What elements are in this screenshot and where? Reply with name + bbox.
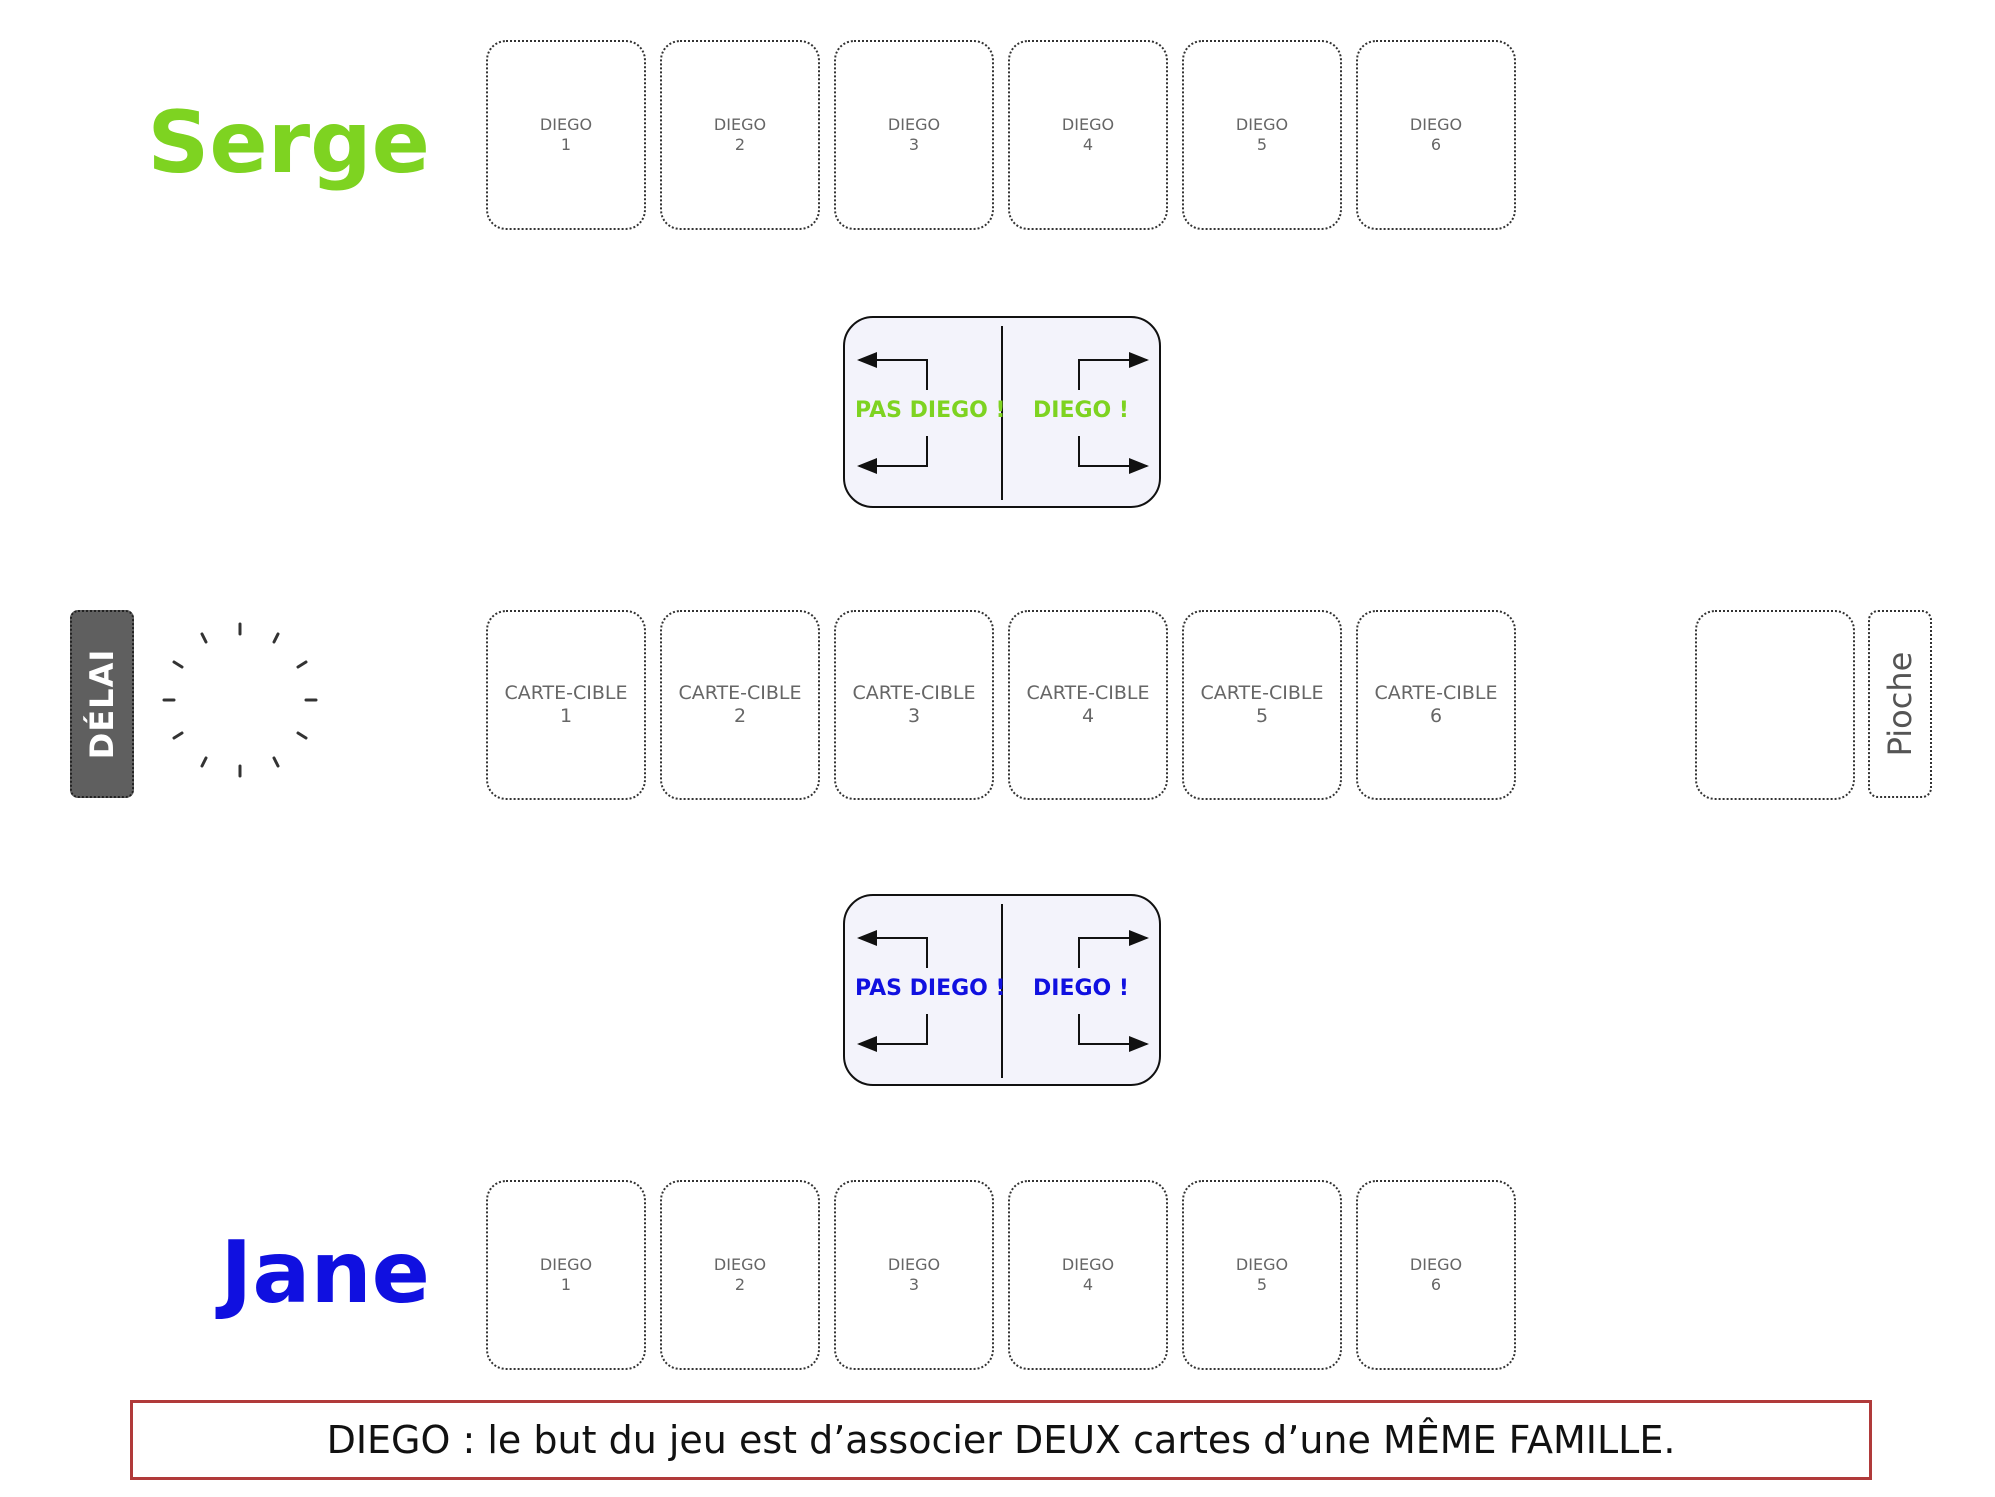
pioche-label: Pioche [1881,651,1919,757]
card-label: CARTE-CIBLE [678,682,802,704]
decision-panel-bottom: PAS DIEGO ! DIEGO ! [843,894,1161,1086]
diego-zone-bottom[interactable]: DIEGO ! [1033,976,1129,1001]
card-label: DIEGO [887,1255,941,1274]
drop-arrows-icon [857,326,1149,500]
hand-card-top-6[interactable]: DIEGO 6 [1356,40,1516,230]
hand-card-bottom-3[interactable]: DIEGO 3 [834,1180,994,1370]
card-number: 4 [1082,135,1094,154]
card-number: 5 [1256,135,1268,154]
hand-card-top-5[interactable]: DIEGO 5 [1182,40,1342,230]
card-label: CARTE-CIBLE [1026,682,1150,704]
card-label: DIEGO [713,1255,767,1274]
card-label: DIEGO [1409,115,1463,134]
card-label: DIEGO [539,115,593,134]
card-number: 2 [734,1275,746,1294]
card-label: DIEGO [539,1255,593,1274]
target-card-2[interactable]: CARTE-CIBLE 2 [660,610,820,800]
card-number: 4 [1081,705,1095,727]
player-name-jane: Jane [220,1223,430,1323]
card-number: 1 [559,705,573,727]
pas-diego-zone-top[interactable]: PAS DIEGO ! [855,398,1006,423]
delai-label: DÉLAI [83,648,121,760]
timer-dial-icon [162,622,318,778]
card-number: 6 [1430,1275,1442,1294]
card-number: 5 [1256,1275,1268,1294]
target-card-3[interactable]: CARTE-CIBLE 3 [834,610,994,800]
card-number: 2 [734,135,746,154]
card-label: DIEGO [713,115,767,134]
decision-panel-top: PAS DIEGO ! DIEGO ! [843,316,1161,508]
card-number: 3 [908,1275,920,1294]
hand-card-bottom-5[interactable]: DIEGO 5 [1182,1180,1342,1370]
card-number: 5 [1255,705,1269,727]
card-number: 3 [907,705,921,727]
card-number: 6 [1430,135,1442,154]
hand-card-top-4[interactable]: DIEGO 4 [1008,40,1168,230]
pile-card-slot[interactable] [1695,610,1855,800]
hand-card-top-3[interactable]: DIEGO 3 [834,40,994,230]
target-card-6[interactable]: CARTE-CIBLE 6 [1356,610,1516,800]
card-label: DIEGO [1061,1255,1115,1274]
hand-card-bottom-6[interactable]: DIEGO 6 [1356,1180,1516,1370]
card-number: 1 [560,135,572,154]
card-number: 1 [560,1275,572,1294]
card-number: 4 [1082,1275,1094,1294]
pas-diego-zone-bottom[interactable]: PAS DIEGO ! [855,976,1006,1001]
info-banner: DIEGO : le but du jeu est d’associer DEU… [130,1400,1872,1480]
card-label: DIEGO [1061,115,1115,134]
card-number: 2 [733,705,747,727]
hand-card-bottom-2[interactable]: DIEGO 2 [660,1180,820,1370]
card-label: CARTE-CIBLE [1374,682,1498,704]
card-number: 3 [908,135,920,154]
card-label: DIEGO [887,115,941,134]
card-label: CARTE-CIBLE [504,682,628,704]
hand-card-bottom-4[interactable]: DIEGO 4 [1008,1180,1168,1370]
diego-zone-top[interactable]: DIEGO ! [1033,398,1129,423]
target-card-4[interactable]: CARTE-CIBLE 4 [1008,610,1168,800]
pioche-deck[interactable]: Pioche [1868,610,1932,798]
delai-button[interactable]: DÉLAI [70,610,134,798]
hand-card-bottom-1[interactable]: DIEGO 1 [486,1180,646,1370]
card-label: DIEGO [1409,1255,1463,1274]
card-label: DIEGO [1235,1255,1289,1274]
target-card-1[interactable]: CARTE-CIBLE 1 [486,610,646,800]
hand-card-top-1[interactable]: DIEGO 1 [486,40,646,230]
target-card-5[interactable]: CARTE-CIBLE 5 [1182,610,1342,800]
card-number: 6 [1429,705,1443,727]
card-label: DIEGO [1235,115,1289,134]
info-text: DIEGO : le but du jeu est d’associer DEU… [326,1418,1676,1462]
card-label: CARTE-CIBLE [852,682,976,704]
card-label: CARTE-CIBLE [1200,682,1324,704]
player-name-serge: Serge [147,93,430,193]
drop-arrows-icon [857,904,1149,1078]
hand-card-top-2[interactable]: DIEGO 2 [660,40,820,230]
